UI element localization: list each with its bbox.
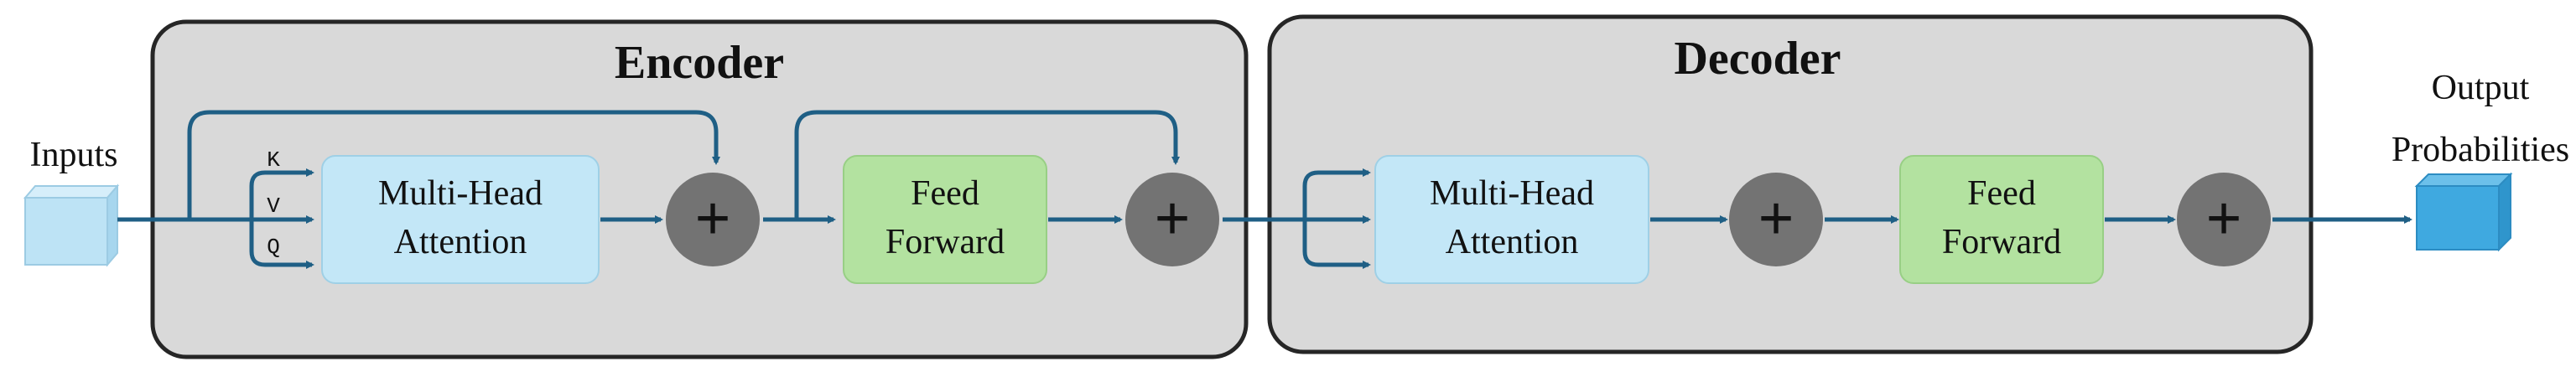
- residual-arrow-2: [794, 110, 1180, 220]
- residual-arrow-1: [187, 110, 720, 220]
- decoder-title: Decoder: [1674, 33, 1841, 85]
- decoder-add-symbol-2: +: [2205, 183, 2241, 254]
- decoder-ff-box: [1899, 155, 2104, 284]
- decoder-ff-label-1: Feed: [1967, 174, 2036, 213]
- encoder-add-circle-2: [1125, 173, 1219, 266]
- output-label-line2: Probabilities: [2392, 131, 2569, 169]
- output-cube-icon: [2414, 172, 2513, 252]
- inputs-cube-icon: [23, 183, 120, 267]
- decoder-add-symbol-1: +: [1758, 183, 1794, 254]
- encoder-title: Encoder: [615, 37, 784, 89]
- v-label: V: [267, 194, 280, 219]
- arrow-dec-top: [1302, 168, 1371, 220]
- encoder-add-circle-1: [666, 173, 760, 266]
- encoder-attention-box: [321, 155, 600, 284]
- arrow-dec-bottom: [1302, 220, 1371, 269]
- encoder-add-symbol-1: +: [694, 183, 730, 254]
- output-label-line1: Output: [2432, 69, 2530, 107]
- arrow-q: [249, 220, 314, 269]
- decoder-attention-label-1: Multi-Head: [1430, 174, 1594, 213]
- decoder-attention-label-2: Attention: [1446, 223, 1579, 261]
- decoder-add-circle-1: [1729, 173, 1823, 266]
- arrow-k: [249, 168, 314, 220]
- encoder-ff-label-1: Feed: [911, 174, 979, 213]
- k-label: K: [267, 147, 280, 173]
- decoder-attention-box: [1374, 155, 1649, 284]
- q-label: Q: [267, 235, 280, 260]
- decoder-add-circle-2: [2177, 173, 2271, 266]
- encoder-attention-label-1: Multi-Head: [378, 174, 543, 213]
- encoder-attention-label-2: Attention: [394, 223, 527, 261]
- encoder-ff-box: [843, 155, 1047, 284]
- encoder-ff-label-2: Forward: [886, 223, 1005, 261]
- encoder-add-symbol-2: +: [1154, 183, 1190, 254]
- inputs-label: Inputs: [30, 136, 118, 174]
- decoder-ff-label-2: Forward: [1942, 223, 2061, 261]
